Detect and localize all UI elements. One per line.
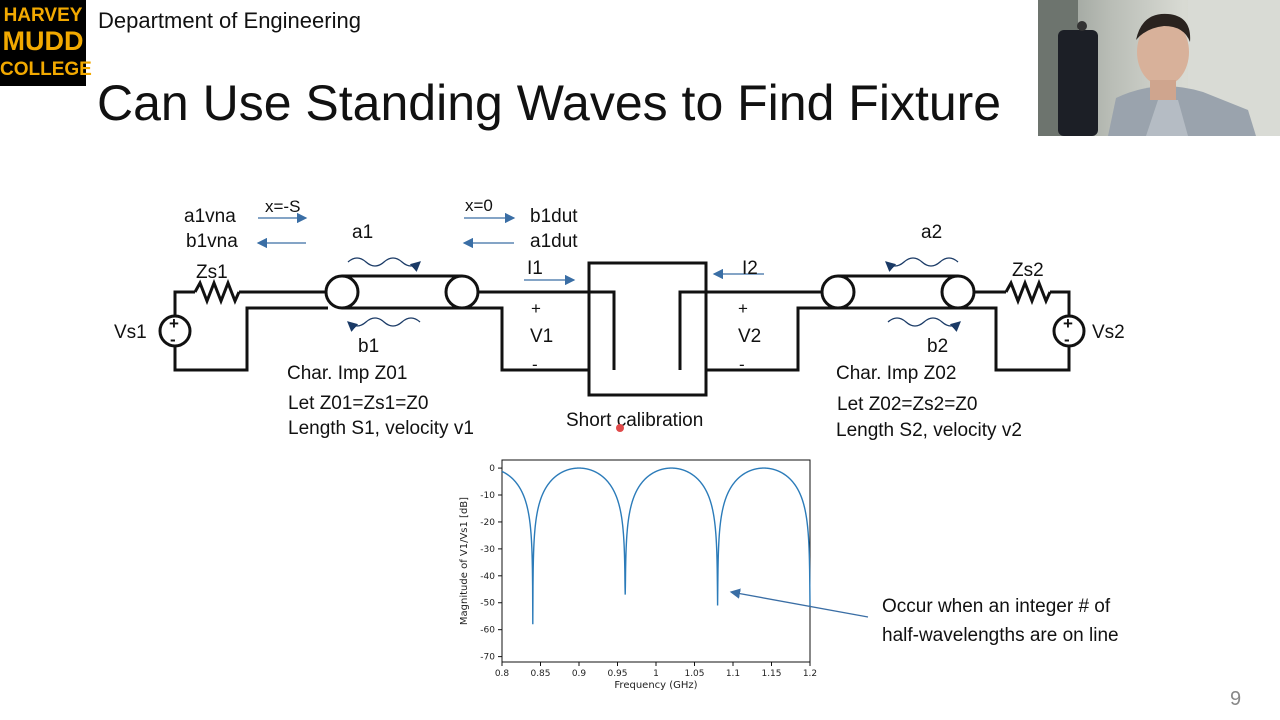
x-tick-label: 1 <box>653 669 659 679</box>
logo-line-college: COLLEGE <box>0 59 92 80</box>
wavy-wave-arrows <box>347 257 961 332</box>
chart-ticks: 0.8 0.85 0.9 0.95 1 1.05 1.1 1.15 1.2 0 -10 -20 -30 -… <box>480 464 817 679</box>
wave-direction-arrows <box>256 212 764 286</box>
svg-text:-: - <box>170 330 176 349</box>
label-vs1: Vs1 <box>114 322 147 343</box>
laser-pointer-dot <box>616 424 624 432</box>
label-a1dut: a1dut <box>530 231 578 252</box>
page-number: 9 <box>1230 688 1242 710</box>
label-v1: V1 <box>530 326 553 347</box>
label-zs2: Zs2 <box>1012 260 1044 281</box>
label-b1vna: b1vna <box>186 231 238 252</box>
chart-plot-area <box>501 459 811 663</box>
label-vs2: Vs2 <box>1092 322 1125 343</box>
dut-box <box>587 261 708 397</box>
y-tick-label: -30 <box>480 545 495 555</box>
slide-title: Can Use Standing Waves to Find Fixture <box>97 75 1002 131</box>
y-tick-label: -60 <box>480 626 495 636</box>
frequency-response-chart: 0.8 0.85 0.9 0.95 1 1.05 1.1 1.15 1.2 0 -10 -20 -30 -… <box>459 459 817 691</box>
logo-line-mudd: MUDD <box>2 26 84 56</box>
college-logo: HARVEY MUDD COLLEGE <box>0 0 92 86</box>
webcam-scene <box>1038 0 1280 136</box>
label-a2: a2 <box>921 222 942 243</box>
x-tick-label: 0.85 <box>530 669 550 679</box>
transmission-line-right <box>820 274 976 310</box>
x-tick-label: 0.95 <box>607 669 627 679</box>
label-x-neg-s: x=-S <box>265 197 300 216</box>
label-let-z02: Let Z02=Zs2=Z0 <box>837 394 977 415</box>
annotation-line1: Occur when an integer # of <box>882 596 1111 617</box>
label-b1dut: b1dut <box>530 206 578 227</box>
label-char-imp-z01: Char. Imp Z01 <box>287 363 407 384</box>
null-annotation: Occur when an integer # of half-waveleng… <box>882 592 1119 650</box>
x-tick-label: 1.2 <box>803 669 817 679</box>
right-source-circuit <box>958 278 1071 372</box>
label-b1: b1 <box>358 336 379 357</box>
label-length-s2: Length S2, velocity v2 <box>836 420 1022 441</box>
left-source-circuit <box>173 278 328 372</box>
x-tick-label: 0.9 <box>572 669 587 679</box>
right-line-to-dut <box>678 290 838 372</box>
left-line-to-dut <box>462 290 616 372</box>
label-length-s1: Length S1, velocity v1 <box>288 418 474 439</box>
x-tick-label: 0.8 <box>495 669 510 679</box>
label-x-zero: x=0 <box>465 196 493 215</box>
label-a1vna: a1vna <box>184 206 236 227</box>
label-v2-minus: - <box>739 355 745 374</box>
voltage-source-vs2: + - <box>1052 314 1086 349</box>
x-tick-label: 1.1 <box>726 669 740 679</box>
y-tick-label: -50 <box>480 599 495 609</box>
annotation-line2: half-wavelengths are on line <box>882 625 1119 646</box>
chart-ylabel: Magnitude of V1/Vs1 [dB] <box>459 497 470 625</box>
y-tick-label: -40 <box>480 572 495 582</box>
voltage-source-vs1: + - <box>158 314 192 349</box>
label-zs1: Zs1 <box>196 262 228 283</box>
label-v1-minus: - <box>532 355 538 374</box>
annotation-arrow <box>729 588 869 618</box>
label-i1: I1 <box>527 258 543 279</box>
chart-series-line <box>501 467 811 625</box>
label-v2-plus: + <box>738 299 748 318</box>
logo-line-harvey: HARVEY <box>3 5 83 26</box>
x-tick-label: 1.15 <box>761 669 781 679</box>
svg-text:-: - <box>1064 330 1070 349</box>
label-a1: a1 <box>352 222 373 243</box>
transmission-line-left <box>324 274 480 310</box>
y-tick-label: -20 <box>480 518 495 528</box>
label-i2: I2 <box>742 258 758 279</box>
y-tick-label: -70 <box>480 653 495 663</box>
y-tick-label: -10 <box>480 491 495 501</box>
svg-text:+: + <box>169 314 179 333</box>
chart-xlabel: Frequency (GHz) <box>614 680 697 691</box>
presenter-webcam <box>1038 0 1280 136</box>
svg-text:+: + <box>1063 314 1073 333</box>
y-tick-label: 0 <box>489 464 495 474</box>
label-char-imp-z02: Char. Imp Z02 <box>836 363 956 384</box>
label-b2: b2 <box>927 336 948 357</box>
label-short-calibration: Short calibration <box>566 410 703 431</box>
x-tick-label: 1.05 <box>684 669 704 679</box>
department-name: Department of Engineering <box>98 8 361 33</box>
label-let-z01: Let Z01=Zs1=Z0 <box>288 393 428 414</box>
label-v2: V2 <box>738 326 761 347</box>
label-v1-plus: + <box>531 299 541 318</box>
